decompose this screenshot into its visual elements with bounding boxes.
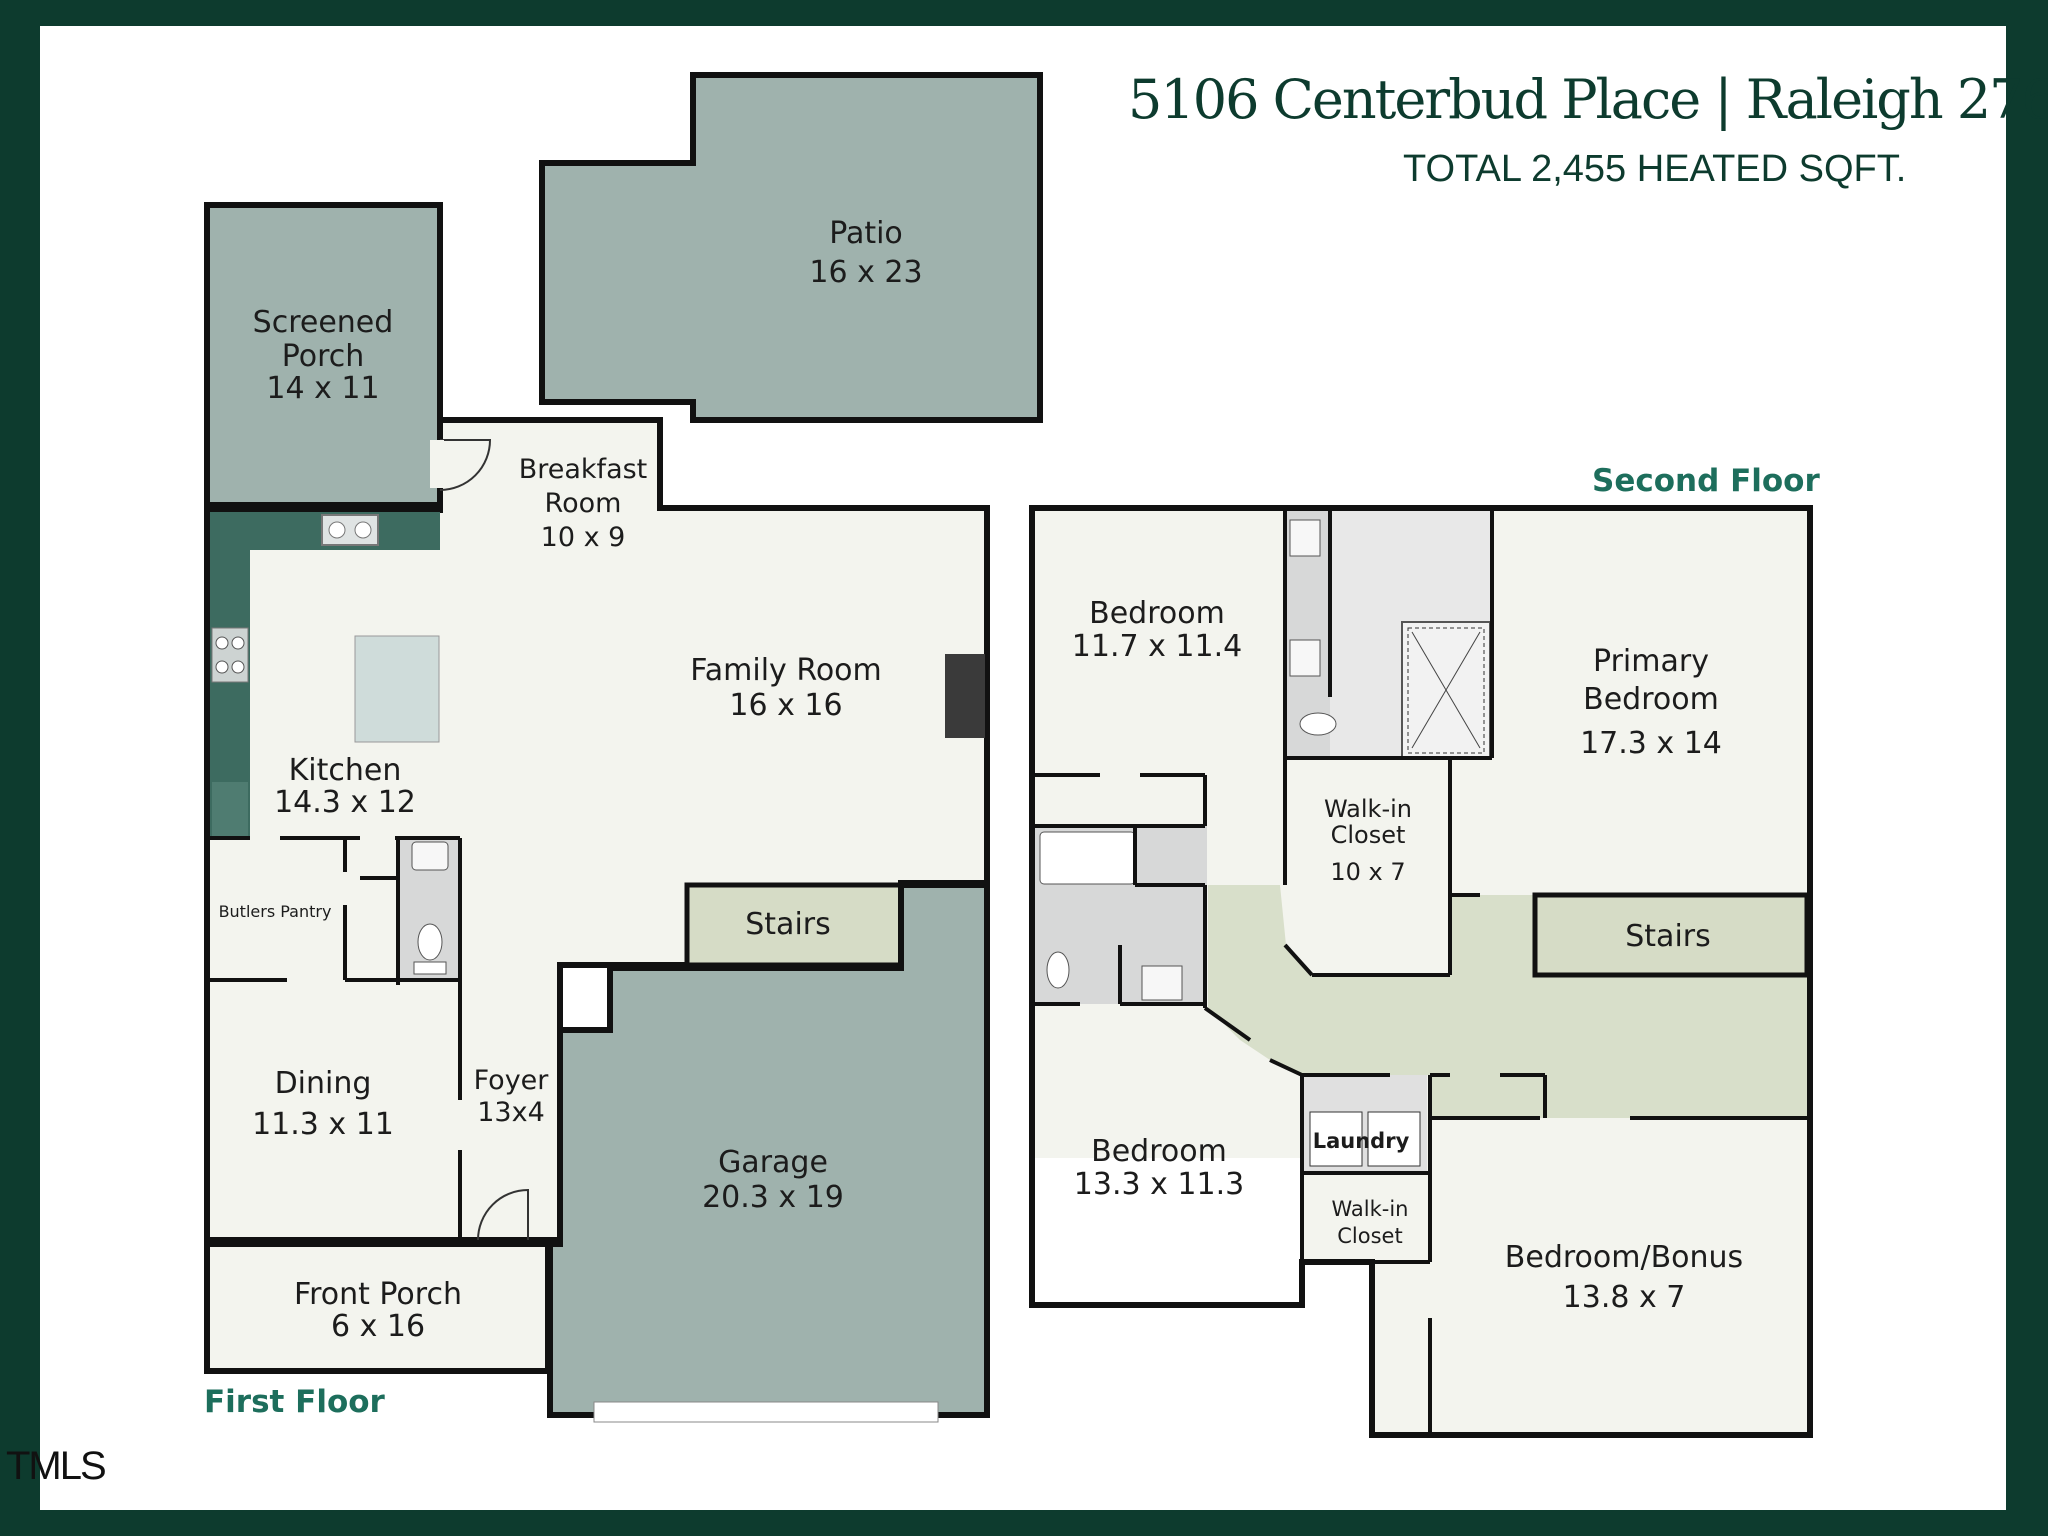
foyer-dim: 13x4 <box>477 1097 545 1128</box>
breakfast-label: Breakfast <box>519 454 648 485</box>
laundry-label: Laundry <box>1313 1129 1410 1153</box>
walkin-closet-primary-label: Walk-in <box>1324 795 1412 823</box>
bedroom-a-dim: 11.7 x 11.4 <box>1072 629 1242 664</box>
walkin-closet-b-label: Walk-in <box>1331 1197 1408 1221</box>
mls-watermark: TMLS <box>6 1444 107 1488</box>
bedroom-b-label: Bedroom <box>1091 1134 1227 1169</box>
fridge <box>212 782 248 836</box>
bedroom-b-dim: 13.3 x 11.3 <box>1074 1167 1244 1202</box>
kitchen-island <box>354 635 440 743</box>
bonus-dim: 13.8 x 7 <box>1563 1280 1686 1315</box>
upstairs-hall <box>1208 885 1810 1118</box>
property-address: 5106 Centerbud Place | Raleigh 27606 <box>1128 68 2048 131</box>
garage-door <box>593 1401 939 1423</box>
svg-text:Closet: Closet <box>1331 821 1406 849</box>
second-floor-lower <box>1300 1118 1810 1435</box>
svg-text:Bedroom: Bedroom <box>1583 682 1719 717</box>
patio-area <box>539 72 1043 423</box>
second-floor-outline <box>1029 505 1813 1438</box>
porch-door-arc <box>439 439 492 491</box>
front-porch-area <box>204 1241 551 1374</box>
room-labels: Screened Porch 14 x 11 Patio 16 x 23 Bre… <box>219 216 1744 1344</box>
patio-dim: 16 x 23 <box>809 255 922 290</box>
breakfast-dim: 10 x 9 <box>541 522 626 553</box>
first-stairs-label: Stairs <box>745 907 831 942</box>
patio-label: Patio <box>829 216 903 251</box>
family-room-dim: 16 x 16 <box>729 688 842 723</box>
fireplace <box>945 654 985 738</box>
kitchen-dim: 14.3 x 12 <box>274 785 416 820</box>
walkin-closet-primary-dim: 10 x 7 <box>1330 858 1405 886</box>
svg-text:Closet: Closet <box>1337 1224 1402 1248</box>
screened-porch-area <box>204 202 443 508</box>
bonus-label: Bedroom/Bonus <box>1505 1240 1743 1275</box>
butlers-pantry-label: Butlers Pantry <box>219 902 332 921</box>
second-floor-stairs <box>1532 892 1810 978</box>
family-room-label: Family Room <box>690 653 882 688</box>
garage-dim: 20.3 x 19 <box>702 1180 844 1215</box>
first-floor-stairs <box>684 882 905 968</box>
cooktop <box>211 627 249 683</box>
primary-bedroom-label: Primary <box>1593 644 1709 679</box>
second-floor-label: Second Floor <box>1592 463 1820 499</box>
screened-porch-label: Screened <box>253 305 394 340</box>
garage-label: Garage <box>718 1145 828 1180</box>
bedroom-a-label: Bedroom <box>1089 596 1225 631</box>
second-stairs-label: Stairs <box>1625 919 1711 954</box>
dining-label: Dining <box>275 1066 372 1101</box>
primary-bedroom-dim: 17.3 x 14 <box>1580 726 1722 761</box>
dining-dim: 11.3 x 11 <box>252 1107 394 1142</box>
kitchen-label: Kitchen <box>289 753 402 788</box>
total-sqft: TOTAL 2,455 HEATED SQFT. <box>1403 148 1907 190</box>
front-door-arc <box>477 1188 529 1241</box>
front-porch-dim: 6 x 16 <box>331 1309 425 1344</box>
front-porch-label: Front Porch <box>294 1277 462 1312</box>
garage-area <box>547 882 990 1418</box>
first-floor-label: First Floor <box>204 1384 385 1420</box>
foyer-label: Foyer <box>474 1065 550 1096</box>
screened-porch-dim: 14 x 11 <box>266 371 379 406</box>
svg-text:Porch: Porch <box>282 339 365 374</box>
svg-text:Room: Room <box>545 488 622 519</box>
